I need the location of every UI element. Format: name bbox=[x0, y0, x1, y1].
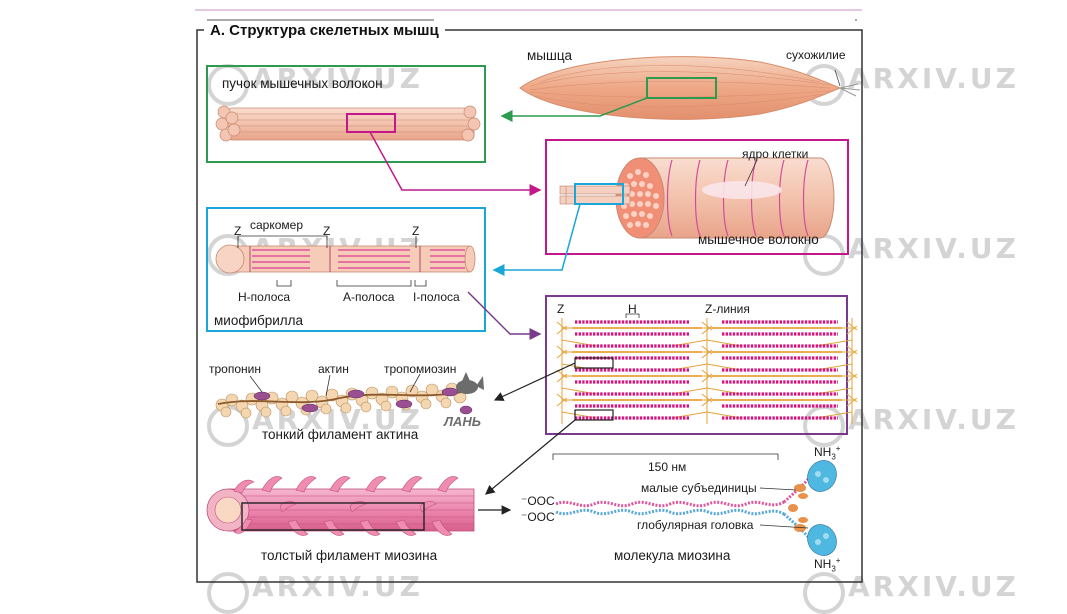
label-myosin-molecule: молекула миозина bbox=[614, 548, 731, 563]
label-thin-filament: тонкий филамент актина bbox=[262, 427, 419, 442]
label-cell-nucleus: ядро клетки bbox=[742, 147, 809, 161]
label-i-band: I-полоса bbox=[413, 290, 460, 304]
label-h-band: H-полоса bbox=[238, 290, 291, 304]
watermark-text: ARXIV.UZ bbox=[252, 62, 423, 95]
label-z-line: Z-линия bbox=[705, 302, 750, 316]
watermark-text: ARXIV.UZ bbox=[848, 232, 1019, 265]
label-thick-filament: толстый филамент миозина bbox=[261, 548, 438, 563]
label-z-2: Z bbox=[323, 224, 331, 238]
label-150-nm: 150 нм bbox=[648, 460, 687, 474]
label-z-1: Z bbox=[234, 224, 242, 238]
label-muscle-fiber: мышечное волокно bbox=[698, 232, 819, 247]
label-a-band: A-полоса bbox=[343, 290, 395, 304]
watermark-text: ARXIV.UZ bbox=[848, 62, 1019, 95]
publisher-mark: ЛАНЬ bbox=[444, 414, 481, 429]
watermark-logo-icon bbox=[207, 405, 249, 447]
label-troponin: тропонин bbox=[209, 362, 261, 376]
watermark-text: ARXIV.UZ bbox=[848, 403, 1019, 436]
label-sarcomere-z: Z bbox=[557, 302, 565, 316]
label-h: H bbox=[628, 302, 637, 316]
watermark-text: ARXIV.UZ bbox=[252, 570, 423, 603]
label-actin: актин bbox=[318, 362, 349, 376]
label-nh3-top: NH3+ bbox=[814, 444, 841, 462]
label-sarcomere: саркомер bbox=[250, 218, 304, 232]
label-tropomyosin: тропомиозин bbox=[384, 362, 457, 376]
label-light-chains: малые субъединицы bbox=[641, 481, 757, 495]
label-muscle: мышца bbox=[527, 48, 573, 63]
diagram-title: А. Структура скелетных мышц bbox=[204, 22, 445, 39]
watermark-text: ARXIV.UZ bbox=[848, 570, 1019, 603]
label-tendon: сухожилие bbox=[786, 48, 846, 62]
publisher-logo-icon bbox=[456, 372, 484, 394]
label-z-3: Z bbox=[412, 224, 420, 238]
label-coo-2: ⁻OOC bbox=[521, 510, 555, 524]
label-globular-head: глобулярная головка bbox=[637, 518, 754, 532]
label-nh3-bottom: NH3+ bbox=[814, 556, 841, 574]
label-muscle-bundle: пучок мышечных волокон bbox=[222, 76, 383, 91]
label-myofibril: миофибрилла bbox=[214, 313, 304, 328]
label-coo-1: ⁻OOC bbox=[521, 494, 555, 508]
diagram-canvas bbox=[195, 9, 863, 583]
